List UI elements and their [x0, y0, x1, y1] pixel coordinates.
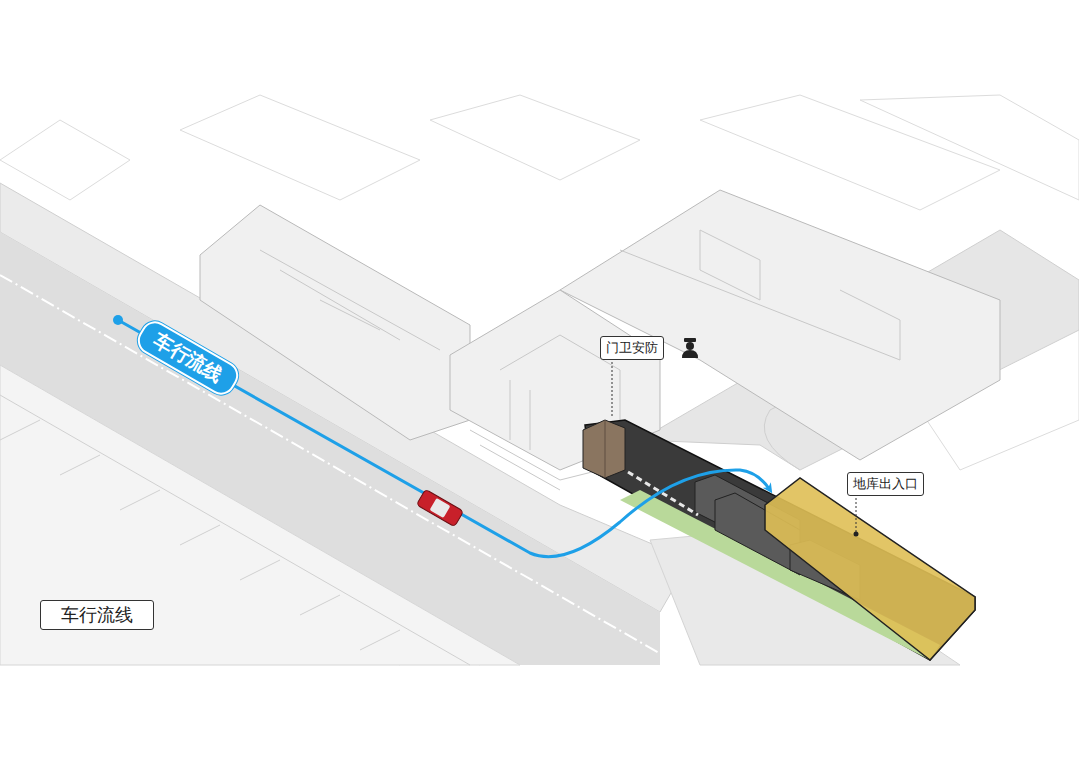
node-text: 地库出入口	[853, 475, 918, 493]
node-text: 门卫安防	[606, 339, 658, 357]
callout-box: 门卫安防	[600, 336, 664, 360]
callout-box: 地库出入口	[847, 472, 924, 496]
caption-box: 车行流线	[40, 600, 154, 630]
node-text: 车行流线	[61, 603, 133, 627]
